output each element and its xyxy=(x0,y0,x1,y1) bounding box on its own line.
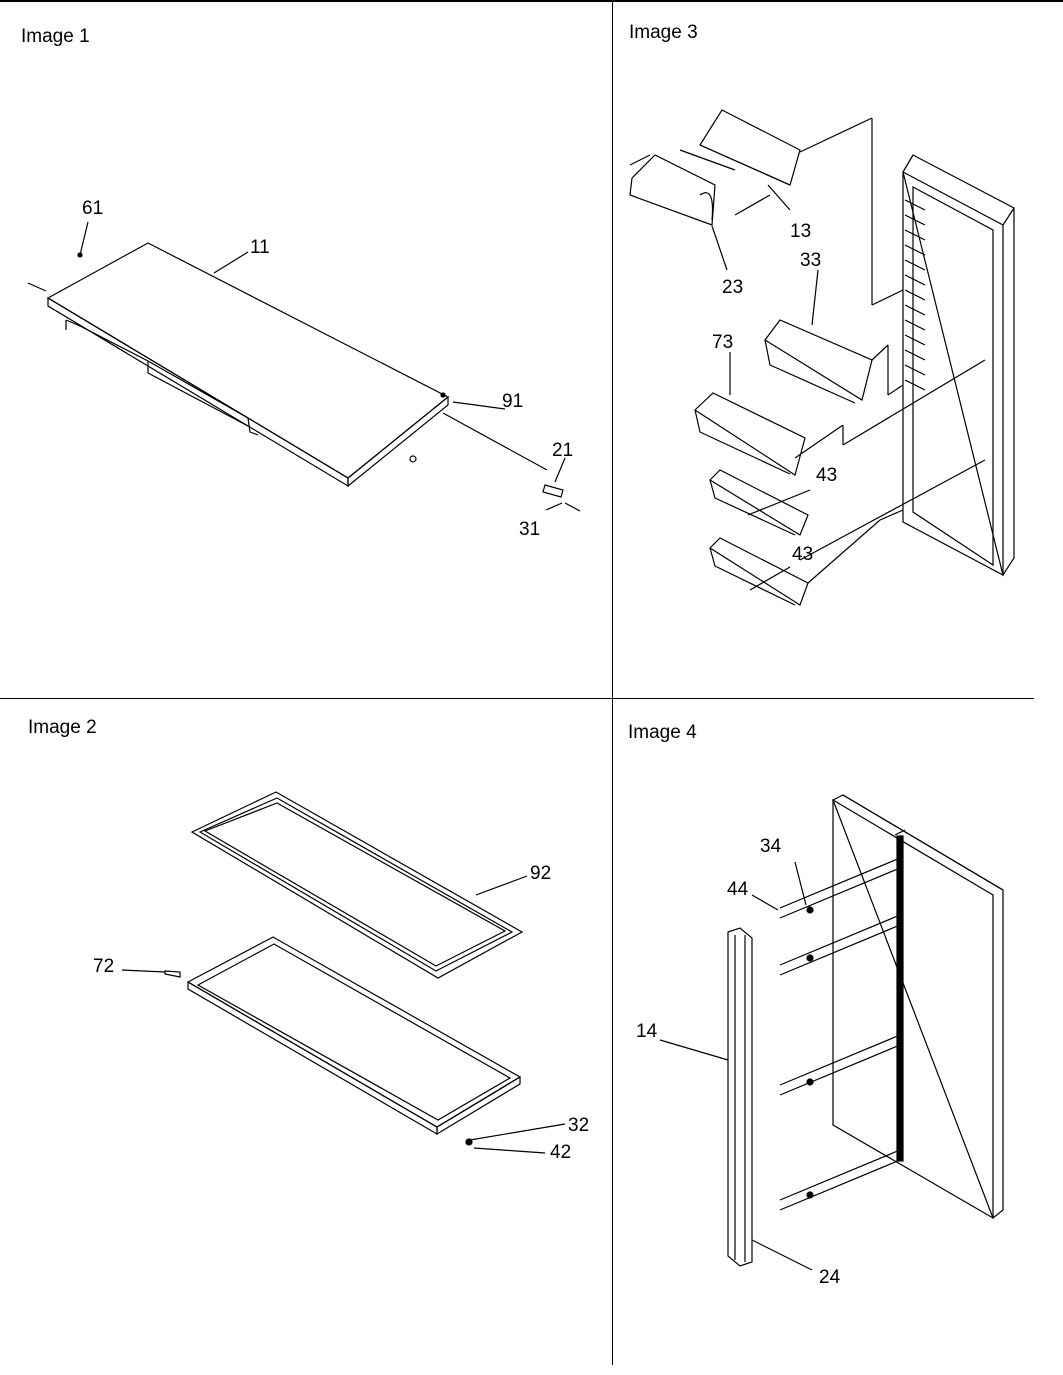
callout-42: 42 xyxy=(550,1142,572,1163)
panel-title-image-1: Image 1 xyxy=(21,26,90,47)
vertical-divider xyxy=(612,0,613,1365)
callout-13: 13 xyxy=(790,221,812,242)
callout-31: 31 xyxy=(519,519,541,540)
horizontal-divider xyxy=(0,698,1034,699)
callout-61: 61 xyxy=(82,198,104,219)
callout-33: 33 xyxy=(800,250,822,271)
callout-44: 44 xyxy=(727,879,749,900)
shelf-drawing xyxy=(27,221,581,512)
callout-72: 72 xyxy=(93,956,115,977)
callout-11: 11 xyxy=(250,237,270,258)
callout-43-upper: 43 xyxy=(816,465,838,486)
callout-73: 73 xyxy=(712,332,734,353)
callout-34: 34 xyxy=(760,836,782,857)
callout-91: 91 xyxy=(502,391,524,412)
callout-14: 14 xyxy=(636,1021,658,1042)
callout-32: 32 xyxy=(568,1115,590,1136)
panel-title-image-2: Image 2 xyxy=(28,717,97,738)
panel-title-image-4: Image 4 xyxy=(628,722,697,743)
callout-92: 92 xyxy=(530,863,552,884)
callout-43-lower: 43 xyxy=(792,544,814,565)
callout-21: 21 xyxy=(552,440,574,461)
door-trim-drawing xyxy=(659,794,1004,1271)
panel-title-image-3: Image 3 xyxy=(629,22,698,43)
callout-24: 24 xyxy=(819,1267,841,1288)
top-border xyxy=(0,0,1063,2)
callout-23: 23 xyxy=(722,277,744,298)
glass-shelf-drawing xyxy=(121,791,566,1154)
door-bins-drawing xyxy=(629,109,1015,606)
